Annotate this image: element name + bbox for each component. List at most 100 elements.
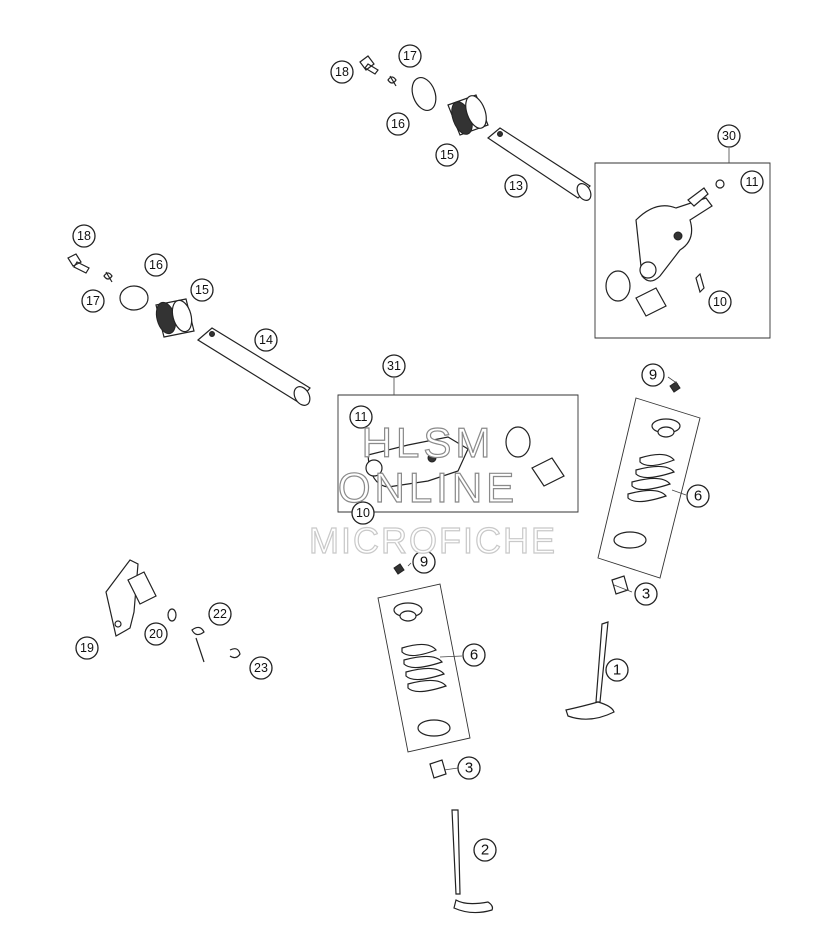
- svg-text:23: 23: [254, 661, 268, 675]
- leader-lines: [407, 376, 687, 771]
- callout-2[interactable]: 2: [473, 838, 497, 862]
- rocker-pin: [635, 287, 667, 317]
- svg-text:15: 15: [440, 148, 454, 162]
- rocker-arm-upper: [635, 187, 713, 282]
- callout-10-kit30[interactable]: 10: [708, 290, 732, 314]
- callout-18-upper[interactable]: 18: [330, 60, 354, 84]
- watermark-line3: MICROFICHE: [309, 520, 557, 561]
- left-valve-group: [377, 563, 494, 914]
- spring-washer-upper: [387, 75, 397, 87]
- rocker-roller: [605, 270, 631, 302]
- spring-washer-left: [103, 271, 113, 283]
- callout-31[interactable]: 31: [382, 354, 406, 378]
- bushing-upper: [447, 94, 489, 136]
- callout-23[interactable]: 23: [249, 656, 273, 680]
- svg-text:13: 13: [509, 179, 523, 193]
- callout-13[interactable]: 13: [504, 174, 528, 198]
- callout-11-kit30[interactable]: 11: [740, 170, 764, 194]
- callout-14[interactable]: 14: [254, 328, 278, 352]
- rocker-arm-kit-31: [337, 378, 579, 513]
- watermark-line2: ONLINE: [338, 464, 518, 511]
- o-ring-upper: [411, 76, 437, 112]
- watermark-line1: HLSM: [362, 419, 495, 466]
- decomp-lever-19: [105, 559, 139, 637]
- callout-3-right[interactable]: 3: [634, 582, 658, 606]
- bushing-left: [155, 298, 195, 338]
- callout-19[interactable]: 19: [75, 636, 99, 660]
- valve-2: [451, 809, 494, 914]
- callout-9-right[interactable]: 9: [641, 363, 665, 387]
- callout-16-left[interactable]: 16: [144, 253, 168, 277]
- pin-31: [531, 457, 565, 487]
- svg-text:20: 20: [149, 627, 163, 641]
- callout-22[interactable]: 22: [208, 602, 232, 626]
- right-valve-group: [565, 381, 701, 720]
- valve-spring-left: [401, 643, 448, 693]
- callout-17-upper[interactable]: 17: [398, 44, 422, 68]
- rocker-arm-kit-30: [594, 148, 771, 339]
- valve-1: [565, 621, 615, 720]
- svg-text:15: 15: [195, 283, 209, 297]
- svg-text:16: 16: [149, 258, 163, 272]
- clip-23: [229, 648, 241, 659]
- svg-text:17: 17: [86, 294, 100, 308]
- left-shaft-group: [67, 253, 311, 406]
- svg-text:16: 16: [391, 117, 405, 131]
- callout-18-left[interactable]: 18: [72, 224, 96, 248]
- callout-6-left[interactable]: 6: [462, 643, 486, 667]
- svg-text:3: 3: [465, 760, 473, 777]
- svg-text:30: 30: [722, 129, 736, 143]
- callout-11-kit31[interactable]: 11: [349, 405, 373, 429]
- nut-9-right: [669, 381, 681, 393]
- valve-retainer-left: [393, 602, 423, 622]
- nut-9-left: [393, 563, 405, 575]
- callout-15-left[interactable]: 15: [190, 278, 214, 302]
- valve-spring-right: [627, 453, 676, 503]
- o-ring-left: [119, 285, 149, 311]
- callout-9-left[interactable]: 9: [412, 550, 436, 574]
- svg-text:9: 9: [420, 554, 428, 571]
- svg-text:10: 10: [713, 295, 727, 309]
- rocker-shaft-14: [196, 327, 311, 406]
- svg-text:14: 14: [259, 333, 273, 347]
- roller-31: [505, 426, 531, 458]
- svg-text:1: 1: [613, 662, 621, 679]
- svg-text:6: 6: [694, 488, 702, 505]
- callout-15-upper[interactable]: 15: [435, 143, 459, 167]
- callout-17-left[interactable]: 17: [81, 289, 105, 313]
- callout-10-kit31[interactable]: 10: [351, 501, 375, 525]
- callout-20[interactable]: 20: [144, 622, 168, 646]
- spring-seat-right: [613, 531, 647, 549]
- bolt-left: [67, 253, 90, 274]
- valve-retainer-right: [651, 418, 681, 438]
- svg-text:17: 17: [403, 49, 417, 63]
- callout-16-upper[interactable]: 16: [386, 112, 410, 136]
- callout-1[interactable]: 1: [605, 658, 629, 682]
- washer-20: [167, 608, 177, 622]
- seal-3-left: [429, 759, 447, 779]
- svg-text:11: 11: [355, 410, 368, 424]
- svg-text:3: 3: [642, 586, 650, 603]
- svg-text:10: 10: [356, 506, 370, 520]
- callout-6-right[interactable]: 6: [686, 484, 710, 508]
- decompression-group: [105, 559, 241, 663]
- callout-3-left[interactable]: 3: [457, 756, 481, 780]
- upper-shaft-group: [359, 55, 592, 201]
- pin-10-kit30: [695, 272, 705, 294]
- callout-30[interactable]: 30: [717, 124, 741, 148]
- svg-text:18: 18: [77, 229, 91, 243]
- svg-text:22: 22: [213, 607, 227, 621]
- svg-text:31: 31: [387, 359, 401, 373]
- rocker-shaft-13: [486, 127, 592, 201]
- svg-text:6: 6: [470, 647, 478, 664]
- svg-text:19: 19: [80, 641, 94, 655]
- bolt-upper: [359, 55, 379, 75]
- seal-3-right: [611, 575, 629, 595]
- svg-text:2: 2: [481, 842, 489, 859]
- spring-seat-left: [417, 719, 451, 737]
- watermark: HLSM ONLINE MICROFICHE: [308, 418, 557, 561]
- spring-22: [191, 626, 205, 663]
- svg-text:18: 18: [335, 65, 349, 79]
- svg-text:9: 9: [649, 367, 657, 384]
